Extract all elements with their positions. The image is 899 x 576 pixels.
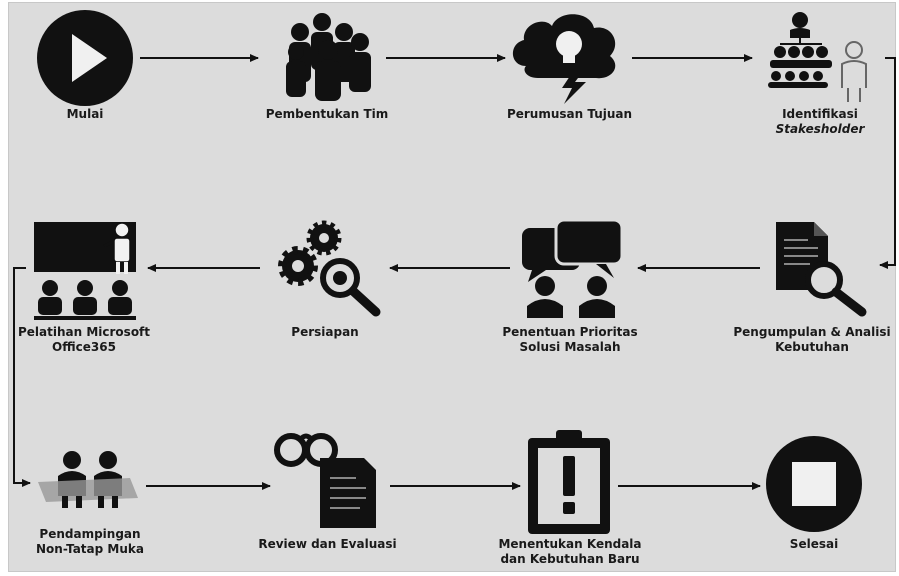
stop-icon bbox=[766, 436, 862, 532]
step-label-pembentukan-tim: Pembentukan Tim bbox=[265, 107, 389, 121]
play-icon bbox=[37, 10, 133, 106]
stakeholder-icon bbox=[768, 12, 867, 102]
gears-search-icon bbox=[278, 220, 381, 317]
discussion-icon bbox=[522, 218, 624, 318]
step-label-pengumpulan: Pengumpulan & Analisi Kebutuhan bbox=[733, 325, 891, 354]
step-label-persiapan: Persiapan bbox=[291, 325, 359, 339]
clipboard-alert-icon bbox=[528, 430, 610, 534]
step-label-pelatihan: Pelatihan Microsoft Office365 bbox=[17, 325, 151, 354]
training-icon bbox=[34, 222, 136, 320]
arrow-identifikasi-to-pengumpulan bbox=[879, 57, 896, 269]
mentoring-icon bbox=[38, 451, 138, 508]
document-search-icon bbox=[776, 222, 867, 317]
diagram-panel bbox=[8, 2, 896, 572]
step-label-mulai: Mulai bbox=[66, 107, 104, 121]
step-label-pendampingan: Pendampingan Non-Tatap Muka bbox=[36, 527, 144, 556]
team-icon bbox=[286, 13, 371, 101]
step-label-menentukan: Menentukan Kendala dan Kebutuhan Baru bbox=[498, 537, 642, 566]
brainstorm-icon bbox=[512, 14, 616, 104]
step-label-perumusan-tujuan: Perumusan Tujuan bbox=[506, 107, 633, 121]
arrow-pelatihan-to-pendampingan bbox=[13, 267, 31, 487]
connectors bbox=[13, 54, 896, 490]
step-label-selesai: Selesai bbox=[789, 537, 839, 551]
step-label-review: Review dan Evaluasi bbox=[258, 537, 397, 551]
step-label-penentuan: Penentuan Prioritas Solusi Masalah bbox=[502, 325, 638, 354]
review-icon bbox=[274, 433, 376, 528]
step-label-identifikasi: Identifikasi Stakesholder bbox=[775, 107, 865, 136]
